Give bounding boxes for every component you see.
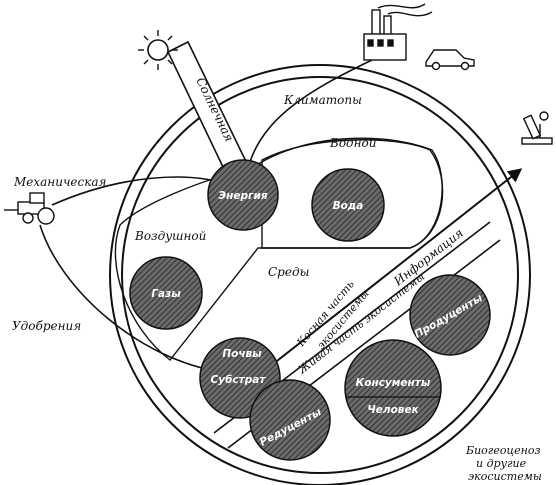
gases-sphere (129, 256, 203, 330)
human-label: Человек (367, 404, 419, 416)
energy-label: Энергия (218, 190, 267, 202)
substrate-label: Субстрат (211, 374, 267, 386)
climatope-sector (114, 137, 443, 361)
outer-ring (109, 64, 531, 485)
water-label: Вода (333, 200, 364, 212)
producers-sphere (409, 274, 491, 356)
microscope-icon (521, 111, 553, 145)
fertilizer-arrow (39, 224, 225, 377)
fertilizers-label: Удобрения (12, 319, 81, 333)
media-label: Среды (268, 265, 309, 279)
climatopes-label: Климатопы (283, 93, 362, 107)
biogeocenosis-label-3: экосистемы (468, 470, 542, 483)
factory-icon (363, 3, 433, 61)
water-medium-label: Водной (329, 136, 377, 150)
biogeocenosis-label-2: и другие (476, 457, 527, 470)
water-sphere (311, 168, 385, 242)
gases-label: Газы (151, 288, 181, 300)
soils-label: Почвы (222, 348, 262, 360)
information-arrow (267, 168, 523, 369)
consumers-label: Консументы (356, 377, 431, 389)
reducers-sphere (249, 379, 331, 461)
car-icon (425, 49, 475, 71)
energy-sphere (207, 159, 279, 231)
biogeocenosis-label-1: Биогеоценоз (465, 444, 541, 457)
air-medium-label: Воздушной (134, 229, 206, 243)
factory-arrow (241, 59, 373, 181)
water-medium-region (261, 139, 444, 249)
consumers-sphere (344, 339, 442, 437)
tractor-icon (4, 192, 55, 225)
mechanical-label: Механическая (13, 175, 107, 189)
sun-icon (138, 30, 178, 70)
